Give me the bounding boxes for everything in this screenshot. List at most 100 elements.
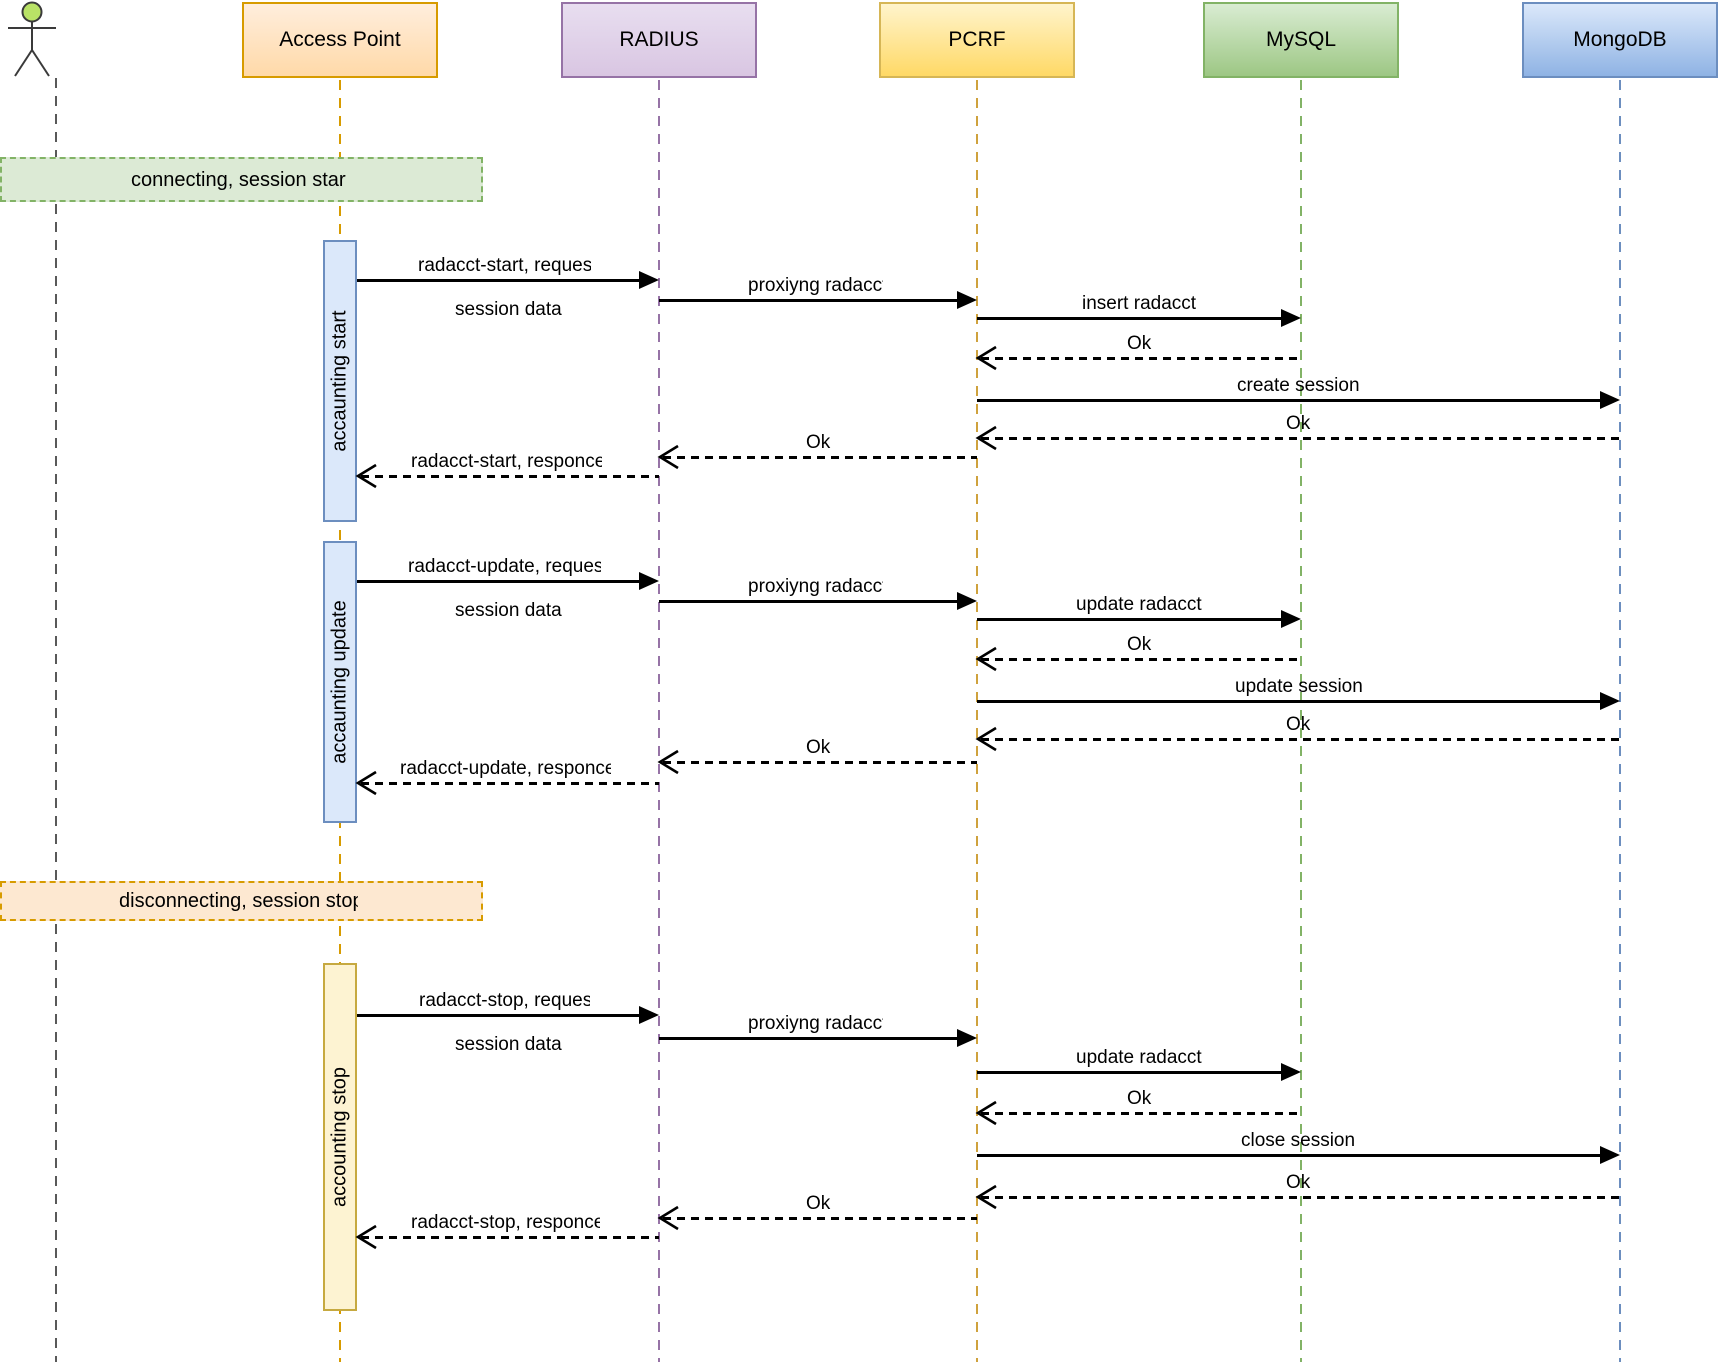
message-line: [981, 1112, 1301, 1115]
activation-update: [323, 541, 357, 823]
arrowhead-filled-icon: [1281, 1063, 1301, 1081]
message-label: Ok: [1286, 413, 1311, 434]
arrowhead-filled-icon: [639, 572, 659, 590]
message-label: radacct-start, request: [418, 255, 591, 276]
arrowhead-open-icon: [355, 1223, 379, 1251]
fragment-band-disconnect: [0, 881, 483, 921]
message-line: [981, 658, 1301, 661]
activation-stop-label: accounting stop: [328, 1066, 351, 1208]
message-line: [977, 399, 1602, 402]
message-line: [357, 580, 641, 583]
arrowhead-open-icon: [657, 443, 681, 471]
participant-mysql: MySQL: [1203, 2, 1399, 78]
arrowhead-filled-icon: [1281, 309, 1301, 327]
participant-ap: Access Point: [242, 2, 438, 78]
message-line: [663, 456, 977, 459]
participant-ap-label: Access Point: [279, 28, 401, 51]
arrowhead-open-icon: [975, 1099, 999, 1127]
message-line: [659, 600, 959, 603]
message-label: proxiyng radacct: [748, 576, 883, 597]
message-line: [977, 618, 1283, 621]
message-label: update session: [1235, 676, 1363, 697]
activation-start-label: accaunting start: [328, 310, 351, 452]
arrowhead-filled-icon: [639, 271, 659, 289]
message-line: [981, 738, 1620, 741]
arrowhead-filled-icon: [639, 1006, 659, 1024]
lifeline-user: [55, 78, 57, 1362]
actor-icon: [0, 0, 64, 78]
message-label: Ok: [1286, 714, 1311, 735]
message-line: [361, 475, 659, 478]
fragment-band-connect-label: connecting, session start: [131, 168, 346, 191]
message-label: radacct-update, responce: [400, 758, 611, 779]
message-line: [977, 700, 1602, 703]
participant-mysql-label: MySQL: [1265, 28, 1336, 51]
message-label: Ok: [806, 432, 831, 453]
arrowhead-open-icon: [975, 424, 999, 452]
message-line: [357, 1014, 641, 1017]
participant-mongodb-label: MongoDB: [1573, 28, 1667, 51]
message-line: [663, 1217, 977, 1220]
message-line: [977, 317, 1283, 320]
message-label: close session: [1241, 1130, 1356, 1151]
message-label: proxiyng radacct: [748, 275, 883, 296]
activation-stop: [323, 963, 357, 1311]
lifeline-mysql: [1300, 80, 1302, 1362]
arrowhead-open-icon: [975, 1183, 999, 1211]
lifeline-mongodb: [1619, 80, 1621, 1362]
arrowhead-filled-icon: [957, 1029, 977, 1047]
activation-start: [323, 240, 357, 522]
message-label: Ok: [1127, 634, 1152, 655]
arrowhead-open-icon: [975, 344, 999, 372]
participant-pcrf-label: PCRF: [948, 28, 1006, 51]
message-label: Ok: [1127, 1088, 1152, 1109]
arrowhead-open-icon: [975, 725, 999, 753]
arrowhead-filled-icon: [1281, 610, 1301, 628]
message-label: radacct-start, responce: [411, 451, 602, 472]
message-label: Ok: [1127, 333, 1152, 354]
activation-update-label: accaunting update: [328, 600, 351, 764]
fragment-band-connect: [0, 157, 483, 202]
message-label: update radacct: [1076, 594, 1202, 615]
fragment-band-disconnect-label: disconnecting, session stop: [119, 890, 358, 912]
message-label: Ok: [806, 737, 831, 758]
arrowhead-filled-icon: [1600, 1146, 1620, 1164]
message-line: [659, 1037, 959, 1040]
message-line: [361, 782, 659, 785]
arrowhead-open-icon: [355, 769, 379, 797]
arrowhead-filled-icon: [957, 291, 977, 309]
message-line: [659, 299, 959, 302]
message-line: [357, 279, 641, 282]
message-label: radacct-stop, responce: [411, 1212, 600, 1233]
arrowhead-open-icon: [975, 645, 999, 673]
message-label: insert radacct: [1082, 293, 1197, 314]
arrowhead-filled-icon: [1600, 692, 1620, 710]
message-label: radacct-stop, request: [419, 990, 590, 1011]
arrowhead-open-icon: [657, 748, 681, 776]
lifeline-pcrf: [976, 80, 978, 1362]
message-label: Ok: [1286, 1172, 1311, 1193]
message-sublabel: session data: [455, 600, 562, 621]
participant-radius-label: RADIUS: [619, 28, 699, 51]
message-label: update radacct: [1076, 1047, 1202, 1068]
message-line: [981, 437, 1620, 440]
message-line: [361, 1236, 659, 1239]
arrowhead-filled-icon: [1600, 391, 1620, 409]
message-line: [663, 761, 977, 764]
participant-pcrf: PCRF: [879, 2, 1075, 78]
message-line: [981, 357, 1301, 360]
participant-radius: RADIUS: [561, 2, 757, 78]
arrowhead-open-icon: [657, 1204, 681, 1232]
message-label: radacct-update, request: [408, 556, 601, 577]
participant-mongodb: MongoDB: [1522, 2, 1718, 78]
message-sublabel: session data: [455, 1034, 562, 1055]
lifeline-radius: [658, 80, 660, 1362]
message-label: create session: [1237, 375, 1360, 396]
message-label: Ok: [806, 1193, 831, 1214]
message-sublabel: session data: [455, 299, 562, 320]
arrowhead-filled-icon: [957, 592, 977, 610]
arrowhead-open-icon: [355, 462, 379, 490]
message-label: proxiyng radacct: [748, 1013, 883, 1034]
message-line: [977, 1154, 1602, 1157]
